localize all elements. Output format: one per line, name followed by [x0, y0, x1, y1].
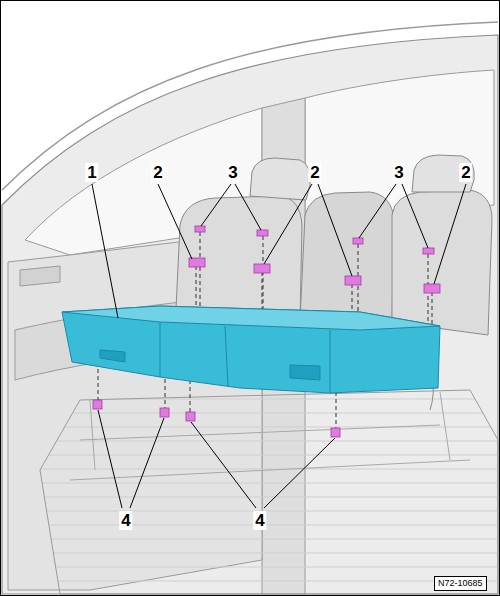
headrest — [250, 158, 310, 200]
seat-frame — [70, 392, 470, 480]
seatback-middle — [300, 192, 394, 322]
door-handle — [20, 266, 60, 286]
callout-number: 3 — [392, 163, 405, 182]
callout-number: 4 — [253, 511, 266, 530]
car-body — [2, 35, 498, 594]
callout-number: 3 — [226, 163, 239, 182]
callout-number: 4 — [119, 511, 132, 530]
clips — [93, 226, 440, 437]
seat-cushion — [62, 306, 440, 393]
seatback-right — [392, 190, 492, 335]
leader-lines — [92, 184, 466, 508]
callout-number: 2 — [308, 163, 321, 182]
callout-number: 1 — [85, 163, 98, 182]
callout-number: 2 — [459, 163, 472, 182]
floor — [40, 390, 498, 594]
callout-number: 2 — [151, 163, 164, 182]
figure-code: N72-10685 — [434, 576, 487, 591]
